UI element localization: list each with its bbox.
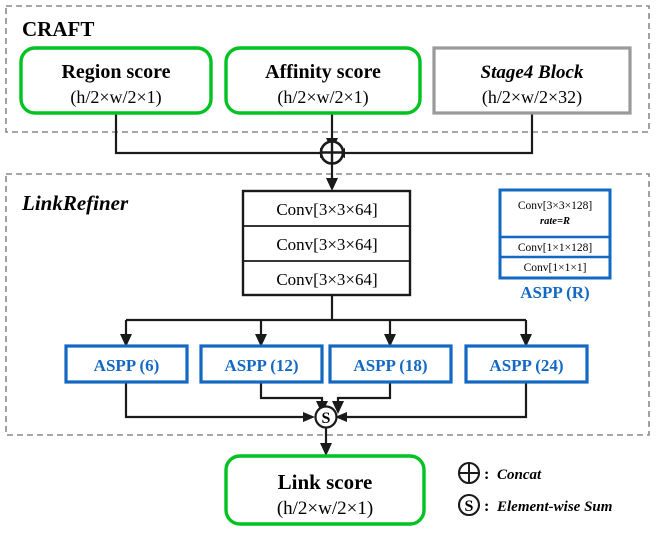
- craft-group-border: [5, 5, 650, 133]
- conv-stack-border: [241, 189, 412, 297]
- conv-layer-1-label: Conv[3×3×64]: [276, 200, 377, 219]
- link-score-box[interactable]: [224, 454, 426, 526]
- region-score-title: Region score: [61, 61, 170, 83]
- aspp-24-label: ASPP (24): [489, 356, 563, 375]
- concat-operator: [319, 140, 345, 165]
- aspp-12-label: ASPP (12): [224, 356, 298, 375]
- legend-concat-cross: [459, 463, 479, 483]
- arrowhead-aspp-2: [255, 334, 267, 347]
- affinity-score-box[interactable]: [224, 46, 422, 115]
- arrowhead-linkscore: [320, 443, 332, 456]
- sum-glyph: S: [322, 410, 331, 427]
- arrowhead-sum-right-outer: [335, 412, 347, 422]
- craft-group-label: CRAFT: [22, 17, 94, 41]
- affinity-score-shape: (h/2×w/2×1): [277, 87, 368, 108]
- legend-concat-colon: :: [484, 466, 489, 483]
- aspp-detail-border: [498, 188, 612, 280]
- legend-sum-glyph: S: [465, 498, 474, 515]
- legend: : Concat S : Element-wise Sum: [457, 461, 612, 517]
- linkrefiner-group-border: [5, 173, 650, 436]
- legend-sum-icon: [457, 493, 481, 517]
- aspp-18-box[interactable]: [328, 344, 453, 384]
- legend-sum-colon: :: [484, 498, 489, 515]
- edge-region-to-concat: [114, 113, 322, 155]
- legend-concat-text: Concat: [497, 467, 542, 483]
- legend-item-sum: S : Element-wise Sum: [457, 493, 612, 517]
- edge-aspp2-to-sum: [259, 382, 324, 405]
- aspp-detail-row-1-line2: rate=R: [540, 216, 570, 227]
- arrowhead-sum-right-inner: [332, 401, 344, 414]
- conv-layer-3-label: Conv[3×3×64]: [276, 270, 377, 289]
- edge-aspp3-to-sum: [336, 382, 392, 405]
- conv-stack[interactable]: Conv[3×3×64] Conv[3×3×64] Conv[3×3×64]: [241, 189, 412, 297]
- arrowhead-sum-left-outer: [303, 412, 315, 422]
- concat-cross: [321, 142, 343, 163]
- aspp-12-box[interactable]: [199, 344, 324, 384]
- linkrefiner-group-label: LinkRefiner: [21, 191, 129, 215]
- edge-aspp4-to-sum: [345, 382, 528, 419]
- region-score-shape: (h/2×w/2×1): [70, 87, 161, 108]
- edge-aspp1-to-sum: [124, 382, 305, 419]
- legend-sum-text: Element-wise Sum: [496, 499, 612, 515]
- aspp-detail-box: Conv[3×3×128] rate=R Conv[1×1×128] Conv[…: [498, 188, 612, 302]
- legend-item-concat: : Concat: [457, 461, 542, 485]
- aspp-detail-caption: ASPP (R): [520, 283, 589, 302]
- aspp-detail-row-2-line1: Conv[1×1×128]: [518, 242, 592, 254]
- link-score-title: Link score: [278, 470, 373, 494]
- arrowhead-aspp-1: [120, 334, 132, 347]
- stage4-block-title: Stage4 Block: [481, 62, 584, 83]
- edge-stage4-to-concat: [343, 113, 534, 155]
- aspp-detail-row-1-line1: Conv[3×3×128]: [518, 200, 592, 212]
- sum-operator: S: [314, 405, 338, 429]
- aspp-18-label: ASPP (18): [353, 356, 427, 375]
- arrowhead-concat-conv: [326, 178, 338, 191]
- aspp-detail-row-3-line1: Conv[1×1×1]: [524, 262, 587, 274]
- arrowhead-aspp-4: [520, 334, 532, 347]
- affinity-score-title: Affinity score: [265, 61, 381, 83]
- stage4-block-box[interactable]: [432, 46, 632, 115]
- link-score-shape: (h/2×w/2×1): [277, 498, 373, 519]
- stage4-block-shape: (h/2×w/2×32): [482, 87, 582, 108]
- region-score-box[interactable]: [19, 46, 213, 115]
- conv-layer-2-label: Conv[3×3×64]: [276, 235, 377, 254]
- aspp-6-box[interactable]: [64, 344, 189, 384]
- arrowhead-aspp-3: [384, 334, 396, 347]
- aspp-24-box[interactable]: [464, 344, 589, 384]
- sum-circle: [314, 405, 338, 429]
- aspp-6-label: ASPP (6): [94, 356, 160, 375]
